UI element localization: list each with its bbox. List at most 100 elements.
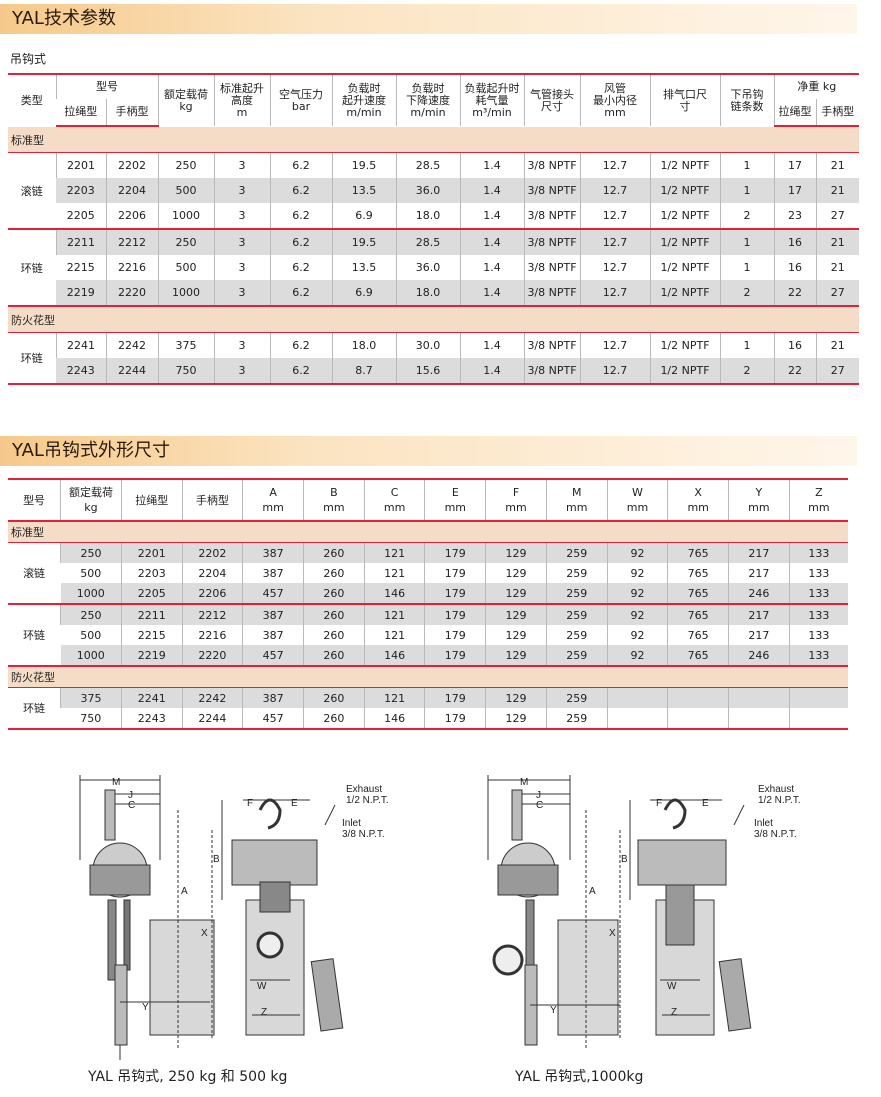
table-cell: 387 bbox=[242, 542, 304, 563]
table-cell: 129 bbox=[485, 687, 547, 708]
table-cell: 1.4 bbox=[459, 332, 524, 358]
table-cell: 1/2 NPTF bbox=[649, 178, 720, 203]
table-cell: 27 bbox=[815, 358, 860, 385]
table-cell bbox=[728, 687, 790, 708]
table-cell: 21 bbox=[815, 229, 860, 255]
table-cell: 6.2 bbox=[269, 229, 332, 255]
table-cell: 2212 bbox=[181, 604, 243, 625]
table-cell: 1/2 NPTF bbox=[649, 229, 720, 255]
table-cell: 16 bbox=[773, 229, 816, 255]
table-cell: 217 bbox=[728, 625, 790, 645]
table-cell: 2 bbox=[719, 203, 774, 230]
table-cell: 121 bbox=[363, 687, 425, 708]
dim-label-X: X bbox=[201, 928, 208, 939]
table-cell bbox=[667, 708, 729, 730]
dim-label-X: X bbox=[609, 928, 616, 939]
dim-label-B: B bbox=[213, 854, 220, 865]
table-cell: 2201 bbox=[120, 542, 183, 563]
table-cell: 2244 bbox=[105, 358, 158, 385]
table-cell: 2220 bbox=[105, 280, 158, 307]
table-cell: 765 bbox=[667, 542, 729, 563]
table-cell: 6.9 bbox=[331, 203, 396, 230]
table-cell: 36.0 bbox=[395, 178, 460, 203]
table-cell: 6.2 bbox=[269, 178, 332, 203]
caption-left: YAL 吊钩式, 250 kg 和 500 kg bbox=[88, 1069, 288, 1085]
table-cell: 179 bbox=[424, 687, 486, 708]
dim-label-A: A bbox=[589, 886, 596, 897]
col-rope: 拉绳型 bbox=[120, 478, 183, 522]
table-cell: 2220 bbox=[181, 645, 243, 667]
table-cell: 19.5 bbox=[331, 152, 396, 178]
table-cell: 2206 bbox=[105, 203, 158, 230]
table-cell: 2242 bbox=[181, 687, 243, 708]
table-cell: 2215 bbox=[66, 261, 95, 274]
table-cell: 375 bbox=[60, 687, 122, 708]
table-cell: 259 bbox=[545, 604, 608, 625]
table-cell: 146 bbox=[363, 708, 425, 730]
dim-label-F: F bbox=[247, 798, 253, 809]
table-cell: 133 bbox=[788, 563, 848, 583]
table-cell: 260 bbox=[303, 542, 365, 563]
table-cell: 387 bbox=[242, 604, 304, 625]
table-cell: 1.4 bbox=[459, 203, 524, 230]
table-cell: 92 bbox=[606, 604, 668, 625]
table-cell: 387 bbox=[242, 687, 304, 708]
table-cell: 765 bbox=[667, 604, 729, 625]
table-cell: 179 bbox=[424, 645, 486, 667]
table-cell: 92 bbox=[606, 645, 668, 667]
table-cell: 6.9 bbox=[331, 280, 396, 307]
table-cell: 1.4 bbox=[459, 178, 524, 203]
table-cell: 1.4 bbox=[459, 255, 524, 280]
table-cell: 750 bbox=[60, 708, 122, 730]
table-cell bbox=[788, 708, 848, 730]
table-cell: 18.0 bbox=[395, 280, 460, 307]
dim-label-Y: Y bbox=[142, 1002, 149, 1013]
table-cell: 765 bbox=[667, 563, 729, 583]
table-cell: 21 bbox=[815, 332, 860, 358]
table-cell: 3 bbox=[213, 152, 270, 178]
table-cell: 17 bbox=[773, 178, 816, 203]
col-inlet: 气管接头尺寸 bbox=[523, 73, 580, 126]
table-cell: 2204 bbox=[105, 178, 158, 203]
table-cell: 12.7 bbox=[579, 152, 650, 178]
table-cell: 22 bbox=[773, 358, 816, 385]
table-cell: 179 bbox=[424, 604, 486, 625]
table-cell: 260 bbox=[303, 563, 365, 583]
table-cell: 21 bbox=[815, 255, 860, 280]
table-cell: 179 bbox=[424, 708, 486, 730]
category-row: 防火花型 bbox=[8, 306, 860, 333]
table-cell: 16 bbox=[773, 332, 816, 358]
category-label: 标准型 bbox=[8, 521, 848, 543]
col-weight: 净重 kg bbox=[773, 73, 860, 99]
table-cell: 217 bbox=[728, 604, 790, 625]
table-cell: 1000 bbox=[157, 280, 214, 307]
table-cell: 2202 bbox=[181, 542, 243, 563]
table-cell: 6.2 bbox=[269, 255, 332, 280]
table-cell: 2205 bbox=[56, 203, 106, 230]
table-cell: 12.7 bbox=[579, 358, 650, 385]
table-cell: 260 bbox=[303, 687, 365, 708]
table-cell: 765 bbox=[667, 625, 729, 645]
table-cell: 260 bbox=[303, 708, 365, 730]
dim-label-J: J bbox=[128, 790, 133, 801]
col-chains: 下吊钩链条数 bbox=[719, 73, 774, 126]
table-cell: 2205 bbox=[120, 583, 183, 605]
table-cell: 3 bbox=[213, 178, 270, 203]
table-cell: 12.7 bbox=[579, 178, 650, 203]
table-cell: 259 bbox=[545, 542, 608, 563]
col-type: 类型 bbox=[8, 73, 56, 126]
table-cell: 259 bbox=[545, 645, 608, 667]
table-cell: 1/2 NPTF bbox=[649, 203, 720, 230]
